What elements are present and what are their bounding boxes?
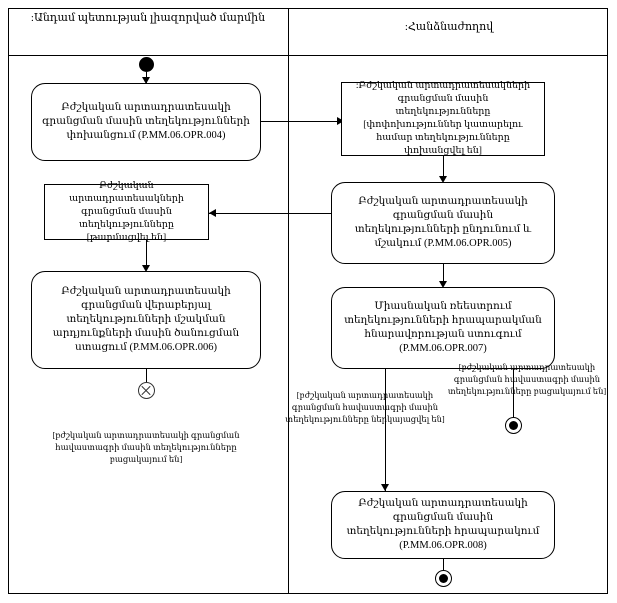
arrow-down-icon	[381, 484, 389, 491]
edge-guard-label-middle: [բժշկական արտադրատեսակի գրանցման հավաստա…	[285, 391, 445, 424]
activity-publish-registration-info[interactable]: Բժշկական արտադրատեսակի գրանցման մասին տե…	[331, 491, 555, 559]
activity-receive-processing-results-notification[interactable]: Բժշկական արտադրատեսակի գրանցման վերաբերյ…	[31, 271, 261, 369]
object-node-registration-info-transferred[interactable]: :Բժշկական արտադրատեսակների գրանցման մասի…	[341, 81, 545, 156]
activity-final-node-bottom	[435, 570, 452, 587]
initial-node	[139, 57, 154, 72]
arrow-right-icon	[337, 117, 344, 125]
activity-check-publication-possibility[interactable]: Միասնական ռեեստրում տեղեկությունների հրա…	[331, 287, 555, 369]
swimlane-header-divider	[8, 55, 608, 56]
swimlane-frame	[8, 8, 608, 594]
edge-right-activity1-to-right-activity2	[443, 264, 444, 285]
arrow-down-icon	[142, 77, 150, 84]
object-node-registration-info-updated[interactable]: Բժշկական արտադրատեսակների գրանցման մասին…	[44, 181, 209, 243]
edge-right-activity1-to-left-object1	[209, 213, 331, 214]
edge-guard-label-left: [բժշկական արտադրատեսակի գրանցման հավաստա…	[52, 431, 240, 464]
flow-final-node	[138, 382, 155, 399]
activity-receive-and-process-registration-info[interactable]: Բժշկական արտադրատեսակի գրանցման մասին տե…	[331, 182, 555, 264]
arrow-left-icon	[209, 209, 216, 217]
swimlane-title-commission: :Հանձնաժողով	[404, 21, 494, 33]
edge-right-activity2-to-final-node	[513, 369, 514, 417]
arrow-down-icon	[439, 281, 447, 288]
swimlane-title-member-state-authority: :Անդամ պետության լիազորված մարմին	[30, 12, 266, 24]
edge-guard-label-right: [բժշկական արտադրատեսակի գրանցման հավաստա…	[447, 363, 607, 396]
edge-left-activity2-to-flow-final	[146, 369, 147, 382]
edge-left-object1-to-left-activity2	[146, 240, 147, 269]
activity-transfer-registration-info[interactable]: Բժշկական արտադրատեսակի գրանցման մասին տե…	[31, 83, 261, 161]
edge-left-activity1-to-right-object1	[261, 121, 341, 122]
activity-final-node-right	[505, 417, 522, 434]
arrow-down-icon	[439, 176, 447, 183]
edge-right-object1-to-right-activity1	[443, 156, 444, 180]
edge-right-activity3-to-final-node	[443, 559, 444, 572]
edge-right-activity2-to-right-activity3	[385, 369, 386, 491]
arrow-down-icon	[142, 265, 150, 272]
swimlane-vertical-divider	[288, 8, 289, 594]
